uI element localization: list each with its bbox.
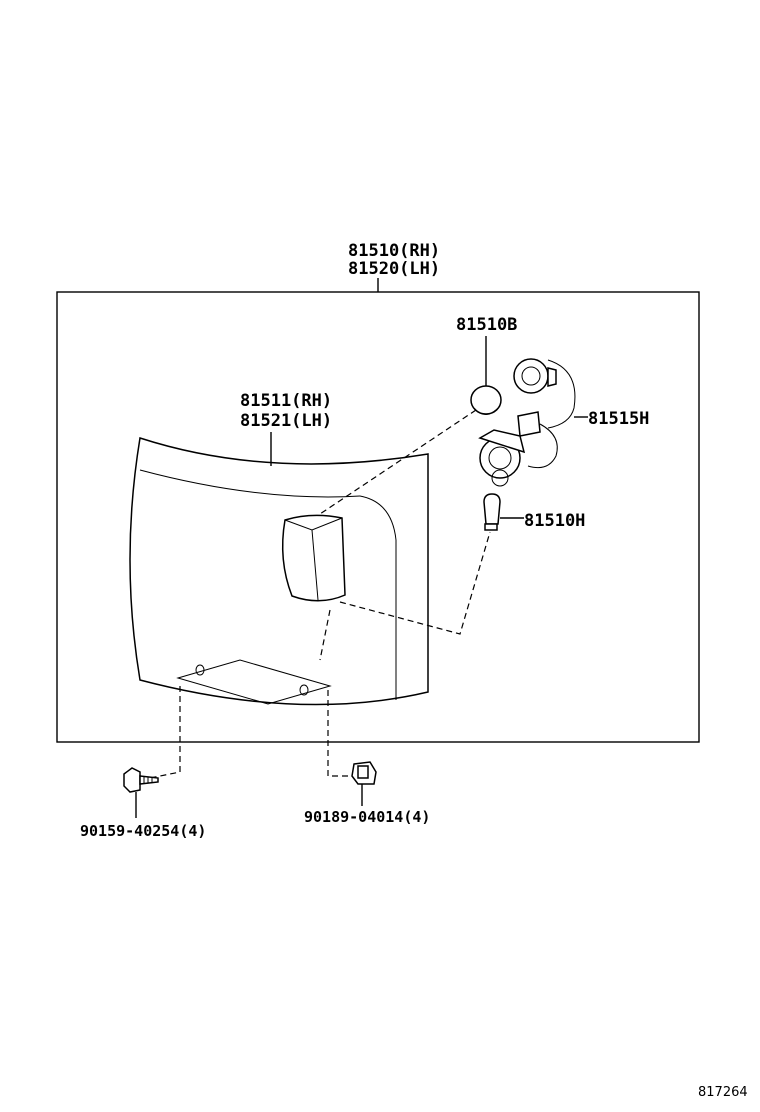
dash-window	[319, 609, 331, 661]
nut	[351, 761, 377, 785]
bulb-b	[470, 385, 502, 415]
dash-bulb-b	[319, 409, 477, 515]
label-screw: 90159-40254(4)	[80, 822, 206, 840]
label-socket-wire: 81515H	[588, 409, 649, 429]
label-bulb-h: 81510H	[524, 511, 585, 531]
dash-screw	[149, 686, 181, 779]
diagram-id: 817264	[698, 1085, 748, 1100]
assembly-frame	[56, 291, 700, 743]
label-assembly-rh: 81510(RH)	[348, 241, 440, 261]
screw	[123, 767, 159, 793]
reflector-window	[281, 514, 346, 602]
label-assembly-lh: 81520(LH)	[348, 259, 440, 279]
bulb-h	[483, 493, 501, 531]
label-lens-rh: 81511(RH)	[240, 391, 332, 411]
dash-nut	[327, 690, 352, 777]
label-bulb-b: 81510B	[456, 315, 517, 335]
dash-bulb-h	[339, 531, 491, 635]
socket-wire	[478, 358, 576, 487]
label-lens-lh: 81521(LH)	[240, 411, 332, 431]
lamp-lens	[129, 437, 429, 706]
label-nut: 90189-04014(4)	[304, 808, 430, 826]
mounting-plate	[176, 659, 332, 705]
